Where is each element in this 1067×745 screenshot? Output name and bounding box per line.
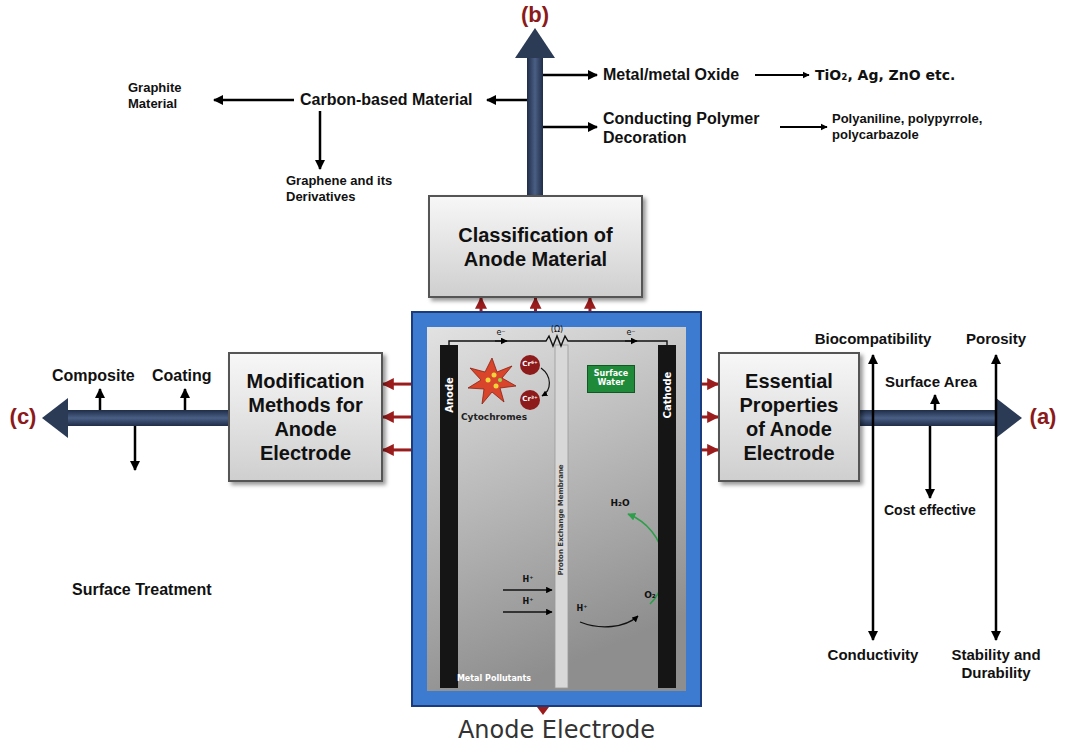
chemical-label: H₂O <box>610 498 629 509</box>
membrane-label: Proton Exchange Membrane <box>557 464 565 575</box>
pointer-arrow <box>537 707 549 715</box>
red-connector <box>700 448 718 451</box>
red-connector <box>700 383 718 386</box>
property-label: Stability and Durability <box>939 646 1054 682</box>
anode-bar: Anode <box>440 345 458 688</box>
node-text: Modification Methods for Anode Electrode <box>238 369 373 465</box>
chemical-label: O₂ <box>644 590 656 601</box>
proton-label: H⁺ <box>523 597 534 607</box>
property-label: Conductivity <box>828 646 919 664</box>
red-connector <box>383 383 413 386</box>
cell-frame: Anode ElectrodeAnodeCathodeSurface Water <box>413 313 700 705</box>
property-label: Porosity <box>966 330 1026 348</box>
example-label: Graphene and its Derivatives <box>286 173 416 204</box>
method-label: Composite <box>52 366 135 385</box>
red-connector <box>700 416 718 419</box>
example-label: Graphite Material <box>128 80 208 111</box>
red-connector <box>588 298 591 313</box>
panel-letter: (a) <box>1030 404 1057 430</box>
branch-label: Carbon-based Material <box>300 90 472 109</box>
ion-label: Cr⁶⁺ <box>522 360 537 368</box>
method-label: Coating <box>152 366 212 385</box>
node-text: Classification of Anode Material <box>438 223 633 271</box>
part-label: Cytochromes <box>461 412 527 423</box>
property-label: Surface Area <box>885 373 977 391</box>
category-box: Classification of Anode Material <box>428 195 643 298</box>
red-connector <box>383 416 413 419</box>
property-label: Cost effective <box>884 502 976 519</box>
node-text: Anode Electrode <box>458 716 655 744</box>
proton-label: H⁺ <box>577 604 588 614</box>
cell-illustration <box>427 327 686 691</box>
electron-label: e⁻ <box>626 328 635 338</box>
branch-label: Metal/metal Oxide <box>603 65 739 84</box>
branch-label: Conducting Polymer Decoration <box>603 109 775 147</box>
node-text: Cathode <box>662 372 673 419</box>
example-label: Polyaniline, polypyrrole, polycarbazole <box>832 111 1037 142</box>
example-label: TiO₂, Ag, ZnO etc. <box>815 67 955 84</box>
node-text: Essential Properties of Anode Electrode <box>728 369 850 465</box>
category-box: Modification Methods for Anode Electrode <box>228 352 383 482</box>
method-label: Surface Treatment <box>72 580 212 599</box>
property-label: Biocompatibility <box>815 330 932 348</box>
category-box: Essential Properties of Anode Electrode <box>718 352 860 482</box>
node-text: Surface Water <box>590 370 632 388</box>
part-label: Metal Pollutants <box>457 674 531 684</box>
resistor-label: (Ω) <box>551 325 563 335</box>
red-connector <box>480 298 483 313</box>
ion-label: Cr³⁺ <box>522 395 537 403</box>
red-connector <box>383 448 413 451</box>
panel-letter: (b) <box>521 2 549 28</box>
proton-label: H⁺ <box>523 575 534 585</box>
cathode-bar: Cathode <box>658 345 676 688</box>
water-box: Surface Water <box>587 365 635 393</box>
electron-label: e⁻ <box>496 328 505 338</box>
node-text: Anode <box>444 377 455 413</box>
panel-letter: (c) <box>10 404 37 430</box>
red-connector <box>534 298 537 313</box>
